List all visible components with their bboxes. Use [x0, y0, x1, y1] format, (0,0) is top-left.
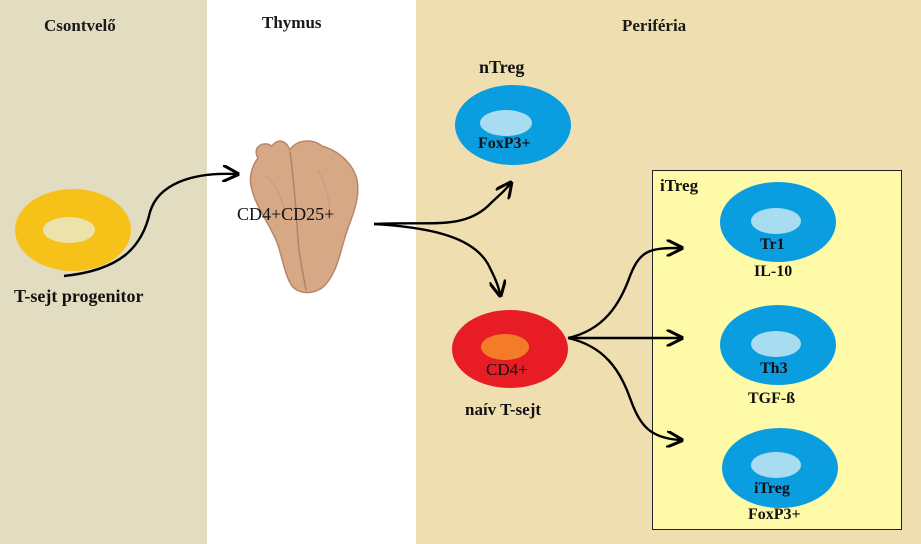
th3-cytokine: TGF-ß	[748, 390, 796, 407]
arrow-naive-to-itreg	[567, 336, 680, 440]
th3-cell	[720, 305, 836, 385]
naive-t-cell	[452, 310, 568, 388]
itreg-cell	[722, 428, 838, 508]
tr1-cell	[720, 182, 836, 262]
ntreg-cell	[455, 85, 571, 165]
tr1-cytokine: IL-10	[754, 263, 793, 280]
naive-marker: CD4+	[486, 360, 528, 379]
itreg-box-title: iTreg	[660, 176, 699, 195]
progenitor-cell	[15, 189, 131, 271]
arrow-progenitor-to-thymus	[63, 174, 236, 278]
progenitor-label: T-sejt progenitor	[14, 286, 144, 306]
tr1-name: Tr1	[760, 236, 785, 253]
arrow-naive-to-tr1	[567, 248, 680, 340]
itreg-cell-marker: FoxP3+	[748, 506, 801, 523]
ntreg-title: nTreg	[479, 57, 525, 77]
arrow-thymus-to-ntreg	[373, 184, 510, 226]
arrow-thymus-to-naive	[373, 222, 500, 294]
thymus-organ-icon	[249, 140, 359, 294]
section-title-bone-marrow: Csontvelő	[44, 16, 116, 35]
naive-label: naív T-sejt	[465, 400, 542, 419]
thymocyte-label: CD4+CD25+	[237, 204, 335, 224]
ntreg-marker: FoxP3+	[478, 135, 531, 152]
th3-name: Th3	[760, 360, 788, 377]
itreg-cell-name: iTreg	[754, 480, 790, 497]
bone-marrow-section	[0, 0, 207, 544]
section-title-periphery: Periféria	[622, 16, 687, 35]
section-title-thymus: Thymus	[262, 13, 322, 32]
